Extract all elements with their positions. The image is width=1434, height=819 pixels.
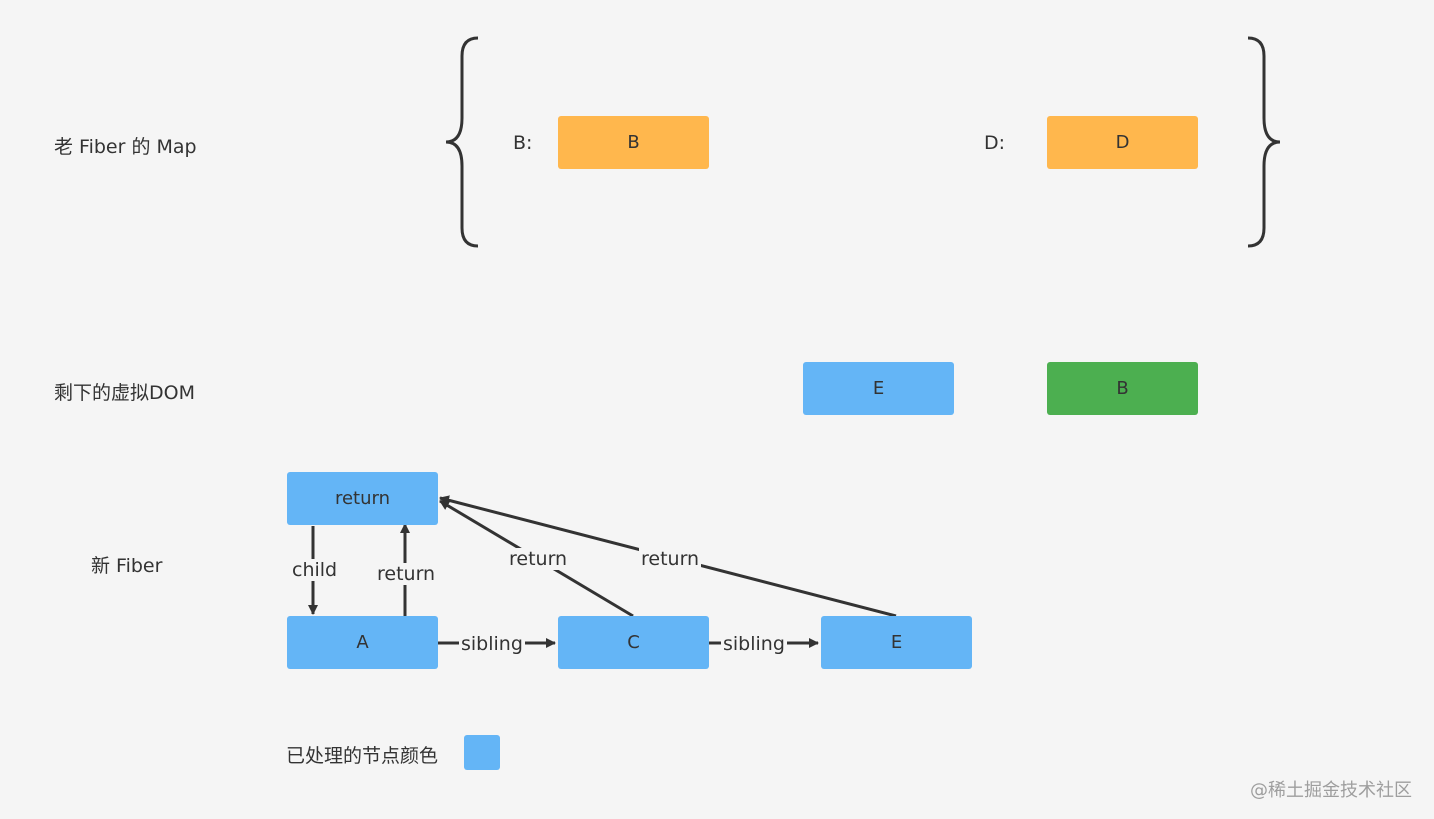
legend-label: 已处理的节点颜色 <box>286 745 439 767</box>
fiber-node-e: E <box>821 616 972 669</box>
fiber-node-a: A <box>287 616 438 669</box>
vdom-node-e: E <box>803 362 954 415</box>
left-brace <box>445 36 479 248</box>
old-fiber-node-d: D <box>1047 116 1198 169</box>
edge-label-a-return: return <box>375 563 438 585</box>
legend-swatch <box>464 735 500 770</box>
fiber-node-return: return <box>287 472 438 525</box>
old-fiber-node-b: B <box>558 116 709 169</box>
right-brace <box>1247 36 1281 248</box>
new-fiber-label: 新 Fiber <box>91 555 163 577</box>
watermark: @稀土掘金技术社区 <box>1250 780 1412 801</box>
edge-label-c-e-sibling: sibling <box>721 633 787 655</box>
edge-label-c-return: return <box>507 548 570 570</box>
edge-label-a-c-sibling: sibling <box>459 633 525 655</box>
edge-label-e-return: return <box>639 548 702 570</box>
fiber-node-c: C <box>558 616 709 669</box>
vdom-node-b: B <box>1047 362 1198 415</box>
old-fiber-map-label: 老 Fiber 的 Map <box>54 136 197 158</box>
edge-label-child: child <box>290 559 340 581</box>
remaining-vdom-label: 剩下的虚拟DOM <box>54 382 195 404</box>
map-key-d: D: <box>984 132 1006 154</box>
map-key-b: B: <box>513 132 533 154</box>
